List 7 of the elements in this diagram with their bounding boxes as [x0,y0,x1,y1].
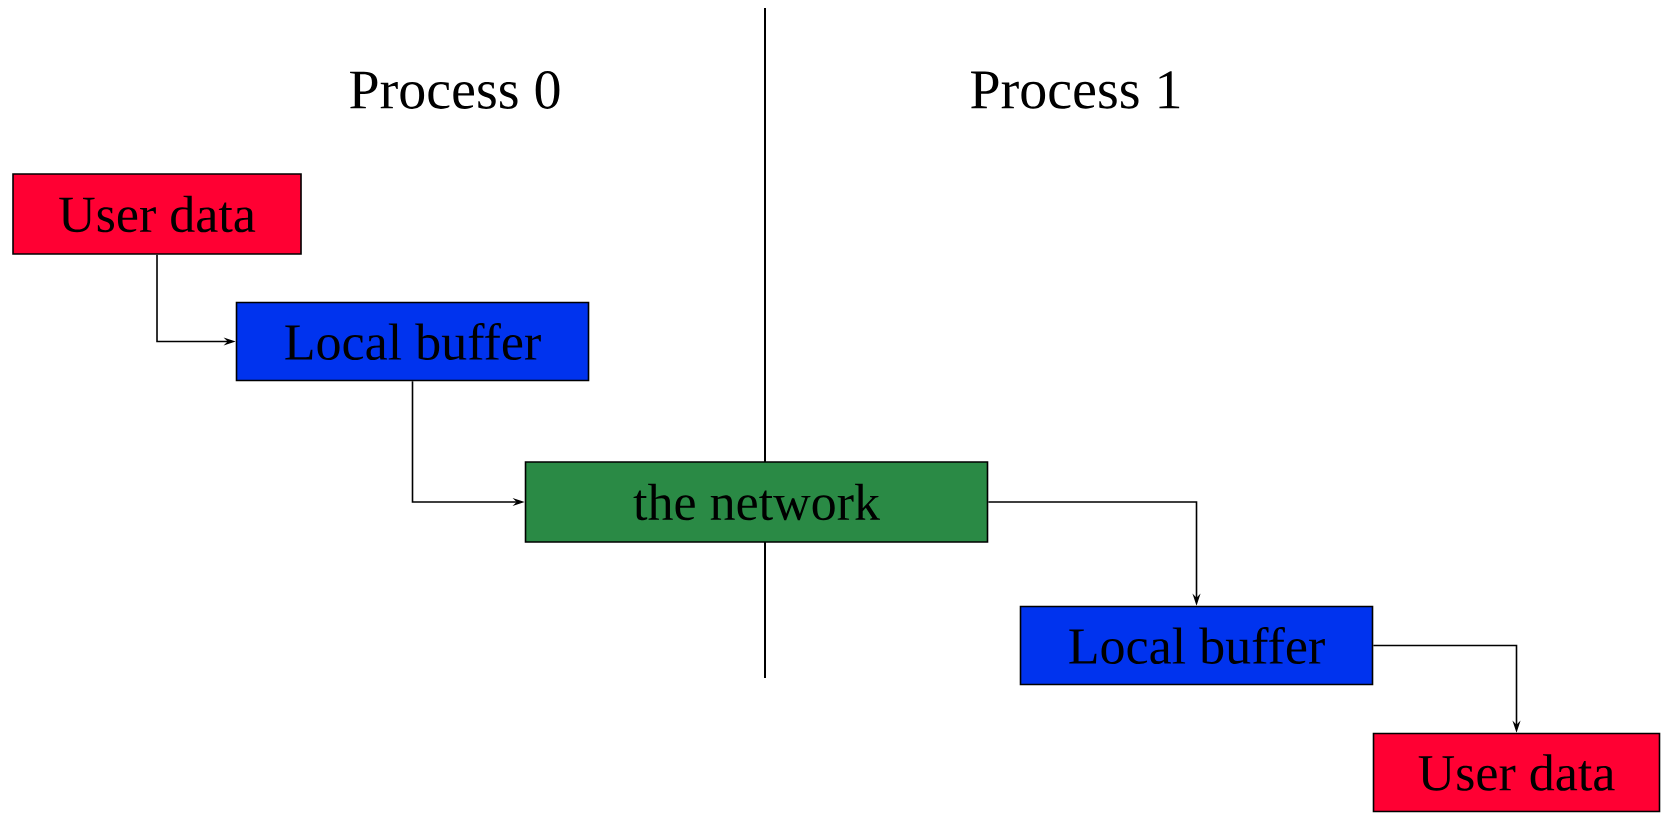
process-box: the network [524,461,989,543]
process-box: Local buffer [235,301,590,382]
column-heading: Process 0 [350,71,560,109]
column-heading: Process 1 [971,71,1180,109]
process-box: User data [12,173,302,255]
process-box: User data [1372,732,1661,813]
process-box: Local buffer [1019,605,1374,686]
